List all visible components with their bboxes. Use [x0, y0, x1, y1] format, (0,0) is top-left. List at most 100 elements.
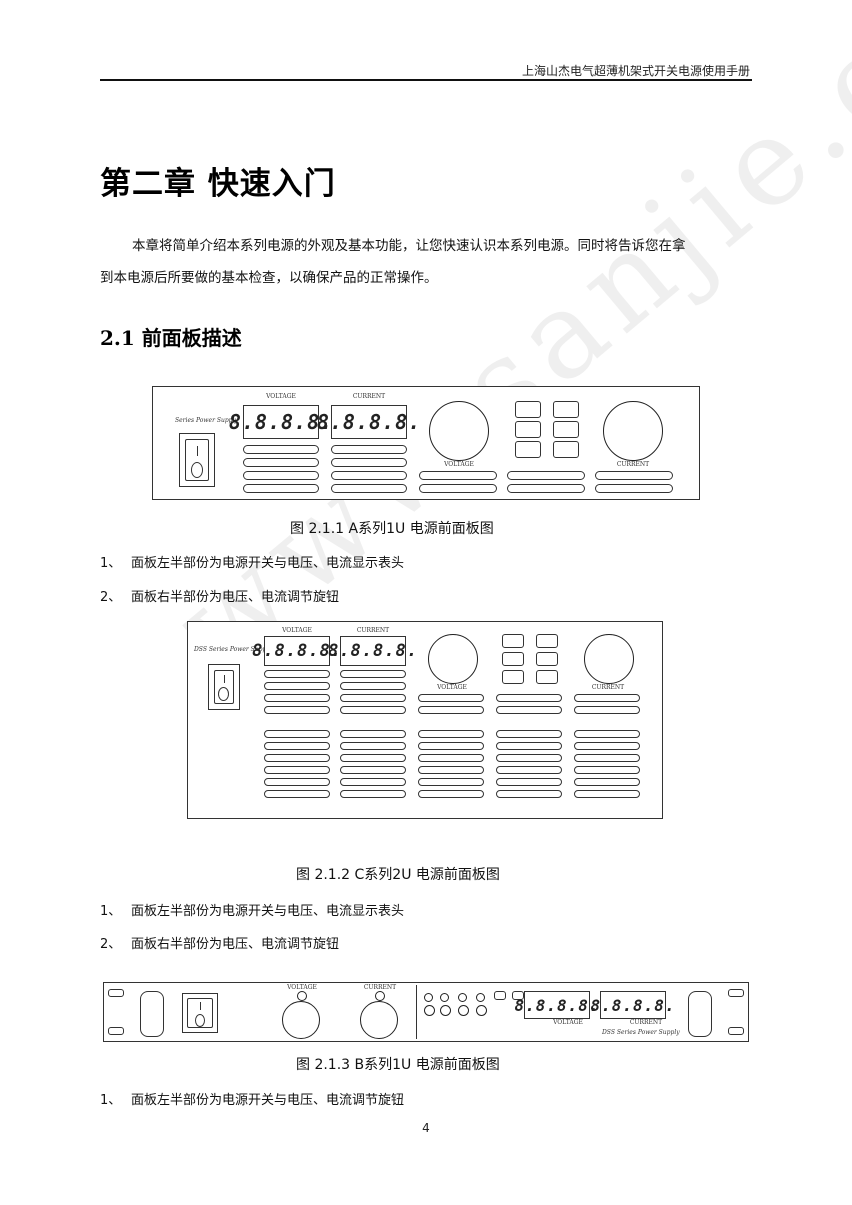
panel-button: [494, 991, 506, 1000]
figure-1-caption: 图 2.1.1 A系列1U 电源前面板图: [290, 521, 494, 537]
current-knob-label: CURRENT: [591, 684, 625, 691]
vent-slot: [243, 471, 319, 480]
vent-slot: [574, 742, 640, 750]
panel-button: [512, 991, 524, 1000]
figure-b-series-panel: VOLTAGE CURRENT 8.8.8.8. 8.8.8.8. VOLTAG…: [103, 982, 749, 1042]
panel-button: [536, 670, 558, 684]
list3-item-1: 1、面板左半部份为电源开关与电压、电流调节旋钮: [100, 1093, 405, 1108]
panel-button: [536, 634, 558, 648]
vent-slot: [264, 706, 330, 714]
vent-slot: [340, 706, 406, 714]
vent-slot: [340, 766, 406, 774]
voltage-knob-label: VOLTAGE: [444, 461, 474, 468]
panel-brand-label: Series Power Supply: [175, 417, 238, 424]
power-switch: [208, 664, 240, 710]
vent-slot: [264, 778, 330, 786]
panel-button: [515, 441, 541, 458]
vent-slot: [418, 790, 484, 798]
vent-slot: [264, 766, 330, 774]
current-display: 8.8.8.8.: [590, 991, 675, 1019]
current-knob-label: CURRENT: [363, 984, 397, 991]
panel-button: [515, 421, 541, 438]
panel-button: [515, 401, 541, 418]
vent-slot: [340, 790, 406, 798]
indicator-led: [458, 1005, 469, 1016]
panel-button: [553, 421, 579, 438]
vent-slot: [496, 778, 562, 786]
vent-slot: [264, 694, 330, 702]
vent-slot: [331, 471, 407, 480]
vent-slot: [331, 484, 407, 493]
figure-2-caption: 图 2.1.2 C系列2U 电源前面板图: [296, 867, 500, 883]
vent-slot: [419, 471, 497, 480]
vent-slot: [496, 694, 562, 702]
list1-item-2: 2、面板右半部份为电压、电流调节旋钮: [100, 590, 340, 605]
figure-c-series-panel: DSS Series Power Supply VOLTAGE CURRENT …: [187, 621, 663, 819]
list1-item-1: 1、面板左半部份为电源开关与电压、电流显示表头: [100, 556, 405, 571]
vent-slot: [264, 730, 330, 738]
panel-button: [502, 670, 524, 684]
panel-button: [553, 401, 579, 418]
vent-slot: [340, 754, 406, 762]
figure-3-caption: 图 2.1.3 B系列1U 电源前面板图: [296, 1057, 500, 1073]
figure-a-series-panel: Series Power Supply VOLTAGE CURRENT 8.8.…: [152, 386, 700, 500]
chapter-title: 第二章 快速入门: [100, 166, 336, 202]
voltage-display: 8.8.8.8.: [252, 636, 341, 666]
page-number: 4: [422, 1121, 430, 1135]
vent-slot: [574, 766, 640, 774]
vent-slot: [418, 706, 484, 714]
vent-slot: [574, 730, 640, 738]
voltage-knob-indicator: [297, 991, 307, 1001]
indicator-led: [440, 1005, 451, 1016]
voltage-display-label: VOLTAGE: [553, 1019, 583, 1026]
vent-slot: [243, 445, 319, 454]
current-knob-indicator: [375, 991, 385, 1001]
current-display-label: CURRENT: [356, 627, 390, 634]
vent-slot: [340, 742, 406, 750]
vent-slot: [331, 458, 407, 467]
vent-slot: [243, 484, 319, 493]
vent-slot: [496, 742, 562, 750]
vent-slot: [507, 471, 585, 480]
rack-ear-slot: [108, 1027, 124, 1035]
vent-slot: [419, 484, 497, 493]
current-knob: [360, 1001, 398, 1039]
vent-slot: [418, 742, 484, 750]
vent-slot: [574, 694, 640, 702]
vent-slot: [574, 778, 640, 786]
panel-brand-label: DSS Series Power Supply: [602, 1029, 680, 1036]
indicator-led: [440, 993, 449, 1002]
vent-slot: [507, 484, 585, 493]
header-rule: [100, 79, 752, 81]
handle: [688, 991, 712, 1037]
vent-slot: [264, 742, 330, 750]
indicator-led: [476, 1005, 487, 1016]
power-switch: [179, 433, 215, 487]
vent-slot: [595, 471, 673, 480]
voltage-display: 8.8.8.8.: [229, 405, 332, 439]
vent-slot: [418, 754, 484, 762]
vent-slot: [340, 694, 406, 702]
list2-item-1: 1、面板左半部份为电源开关与电压、电流显示表头: [100, 904, 405, 919]
vent-slot: [418, 778, 484, 786]
voltage-knob: [282, 1001, 320, 1039]
voltage-display-label: VOLTAGE: [282, 627, 312, 634]
vent-slot: [595, 484, 673, 493]
rack-ear-slot: [728, 1027, 744, 1035]
vent-slot: [340, 670, 406, 678]
vent-slot: [496, 754, 562, 762]
vent-slot: [331, 445, 407, 454]
current-display-label: CURRENT: [352, 393, 386, 400]
vent-slot: [418, 694, 484, 702]
rack-ear-slot: [728, 989, 744, 997]
current-display: 8.8.8.8.: [328, 636, 417, 666]
current-knob: [603, 401, 663, 461]
panel-button: [536, 652, 558, 666]
indicator-led: [424, 993, 433, 1002]
current-knob-label: CURRENT: [616, 461, 650, 468]
voltage-display: 8.8.8.8.: [514, 991, 599, 1019]
vent-slot: [264, 682, 330, 690]
vent-slot: [340, 778, 406, 786]
current-display: 8.8.8.8.: [317, 405, 420, 439]
vent-slot: [496, 766, 562, 774]
